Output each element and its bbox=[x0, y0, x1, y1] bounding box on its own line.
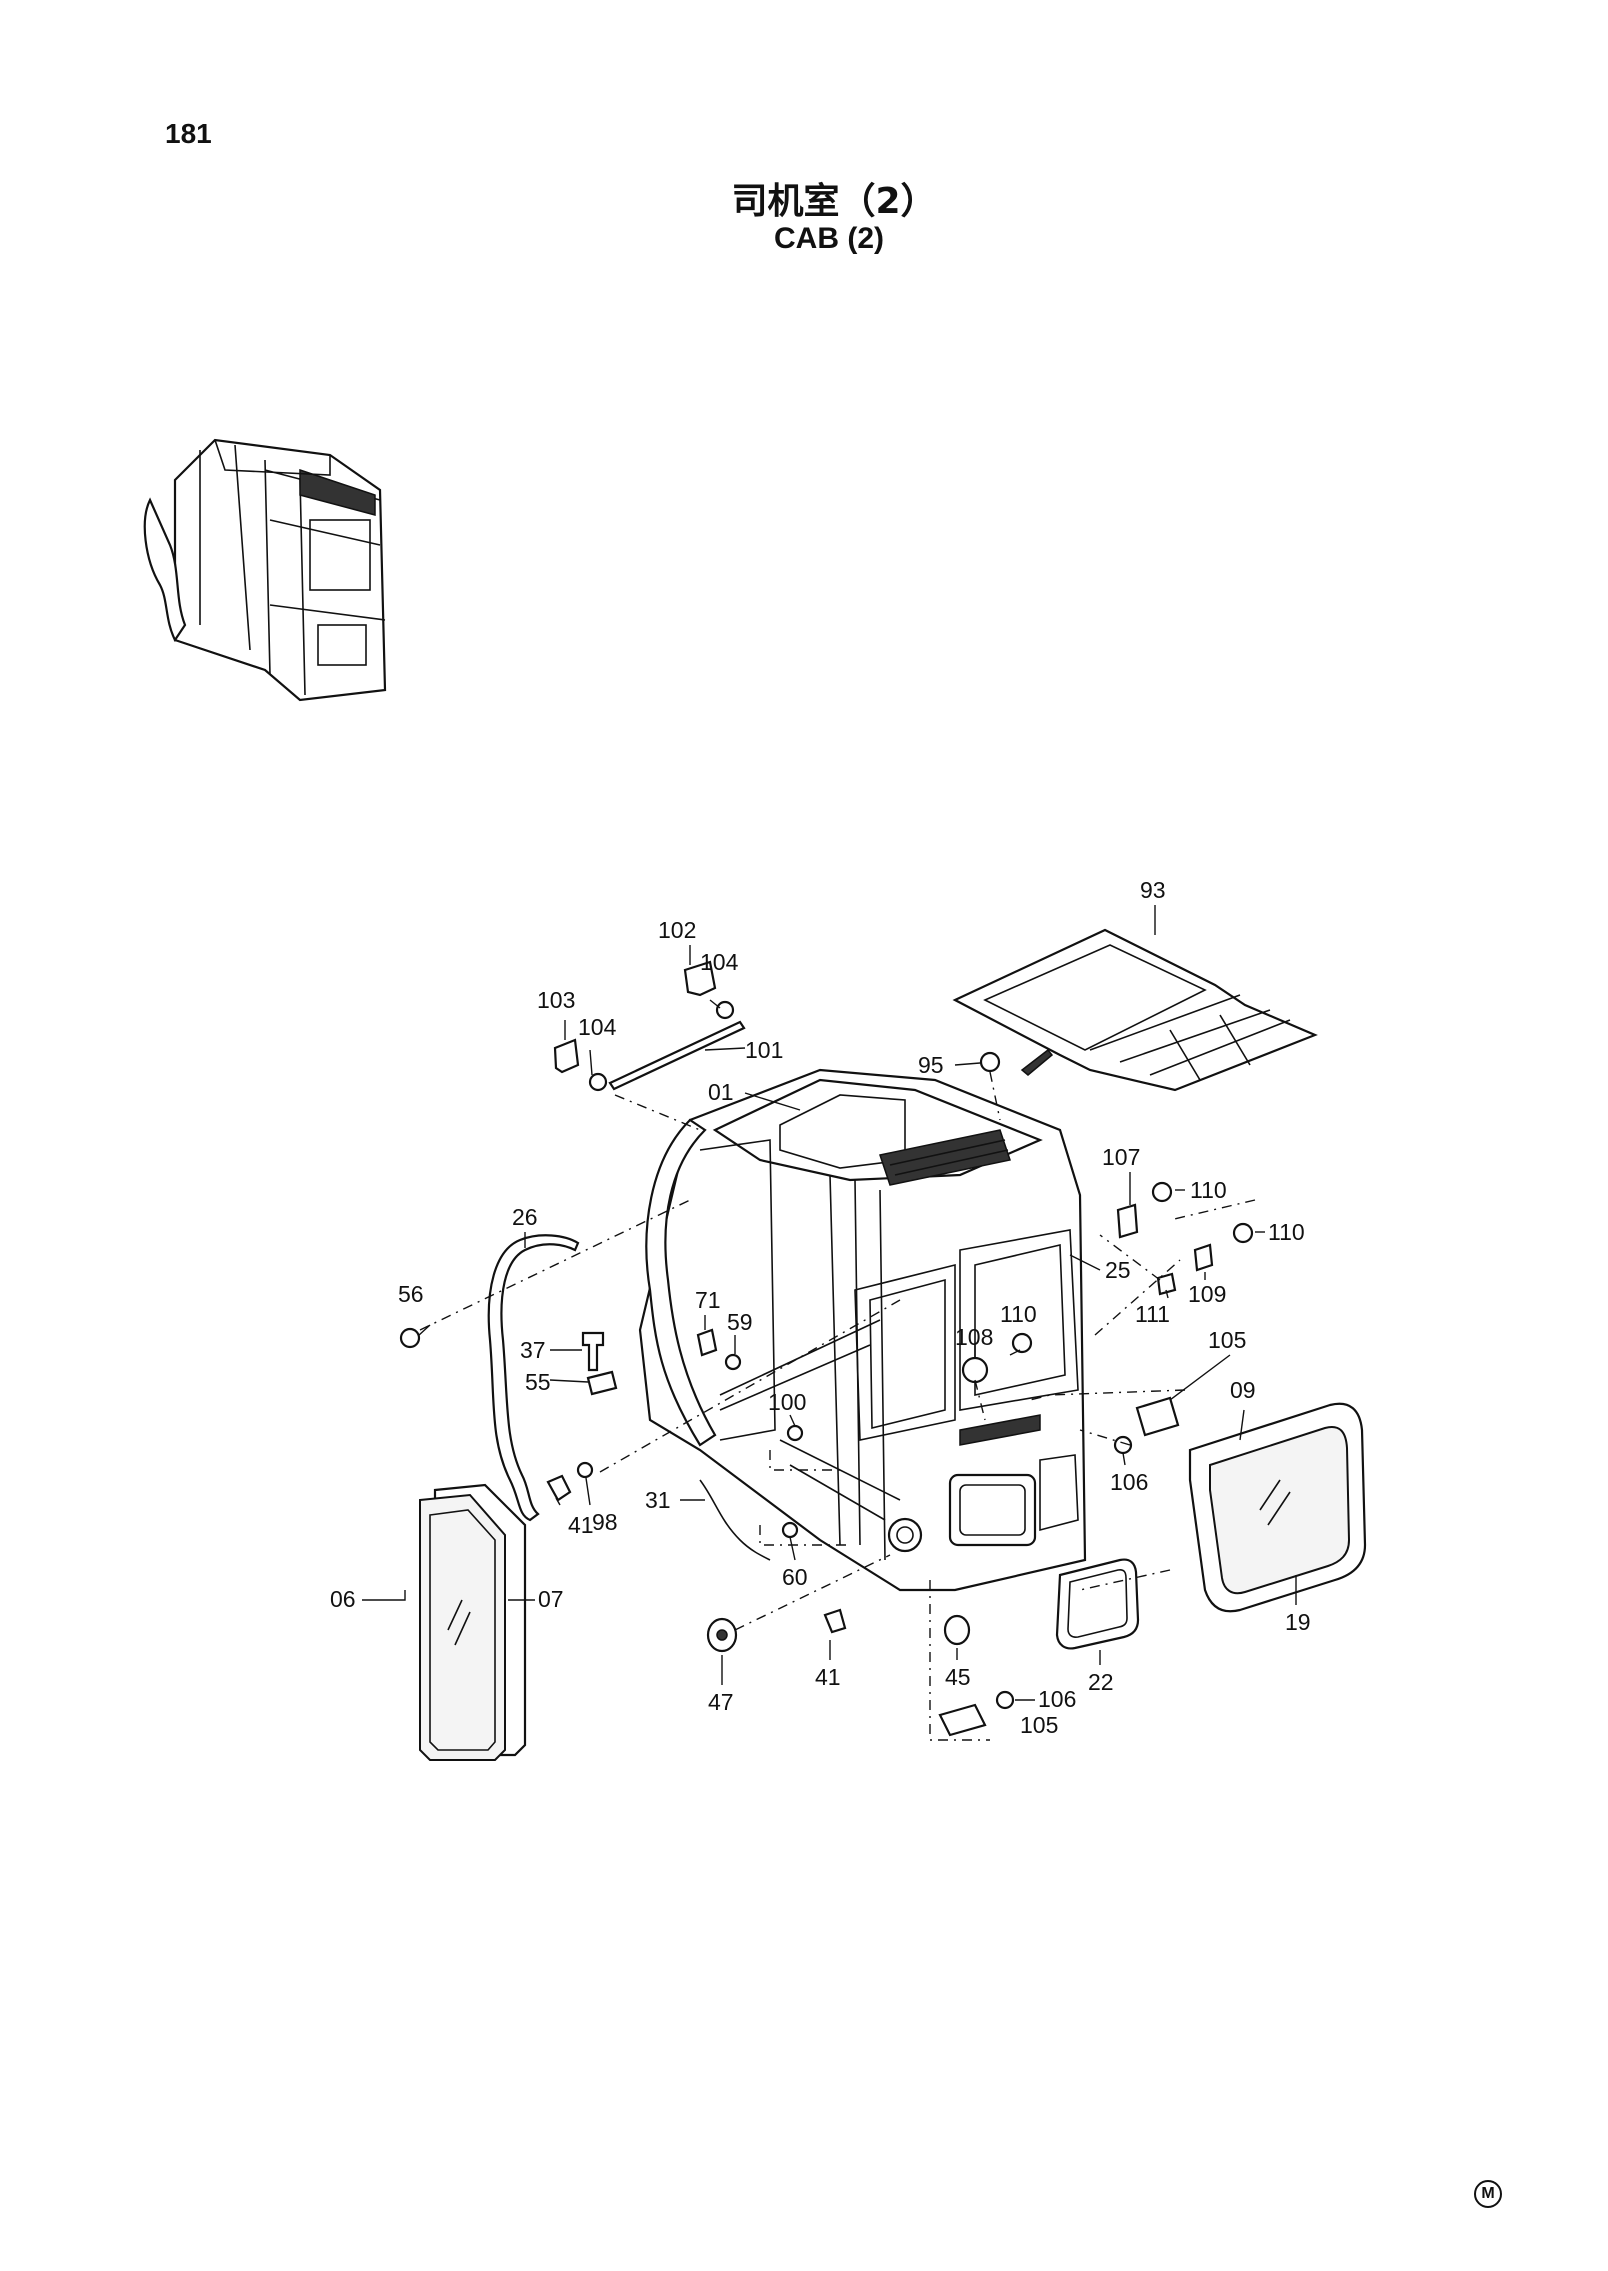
page-title-chinese: 司机室（2） bbox=[731, 181, 937, 222]
callout-109: 109 bbox=[1188, 1281, 1226, 1307]
callout-110: 110 bbox=[1190, 1177, 1227, 1203]
callout-09: 09 bbox=[1230, 1377, 1256, 1403]
small-parts bbox=[399, 960, 1254, 1737]
callout-07: 07 bbox=[538, 1586, 564, 1612]
gasket-22 bbox=[1055, 1558, 1140, 1650]
callout-105: 105 bbox=[1020, 1712, 1058, 1738]
callout-98: 98 bbox=[592, 1509, 618, 1535]
callout-108: 108 bbox=[955, 1324, 993, 1350]
callout-45: 45 bbox=[945, 1664, 971, 1690]
callout-100: 100 bbox=[768, 1389, 806, 1415]
callout-111: 111 bbox=[1135, 1301, 1170, 1327]
callout-56: 56 bbox=[398, 1281, 424, 1307]
page-number: 181 bbox=[165, 118, 212, 149]
callout-37: 37 bbox=[520, 1337, 546, 1363]
callout-102: 102 bbox=[658, 917, 696, 943]
cab-thumbnail bbox=[143, 438, 387, 702]
callout-110: 110 bbox=[1000, 1301, 1037, 1327]
callout-labels: 93 102 104 103 104 101 95 01 107 110 110… bbox=[330, 877, 1311, 1738]
callout-25: 25 bbox=[1105, 1257, 1131, 1283]
callout-31: 31 bbox=[645, 1487, 671, 1513]
callout-19: 19 bbox=[1285, 1609, 1311, 1635]
callout-106: 106 bbox=[1110, 1469, 1148, 1495]
callout-110: 110 bbox=[1268, 1219, 1305, 1245]
roof-panel-93 bbox=[952, 928, 1318, 1092]
corner-mark-badge: M bbox=[1474, 2180, 1502, 2208]
callout-104: 104 bbox=[700, 949, 739, 975]
door-seal-26 bbox=[487, 1234, 580, 1522]
glass-09-19 bbox=[1188, 1402, 1367, 1613]
callout-104: 104 bbox=[578, 1014, 617, 1040]
callout-107: 107 bbox=[1102, 1144, 1140, 1170]
callout-01: 01 bbox=[708, 1079, 734, 1105]
callout-26: 26 bbox=[512, 1204, 538, 1230]
callout-59: 59 bbox=[727, 1309, 753, 1335]
cab-frame-01 bbox=[638, 1068, 1087, 1592]
callout-06: 06 bbox=[330, 1586, 356, 1612]
callout-22: 22 bbox=[1088, 1669, 1114, 1695]
callout-41: 41 bbox=[568, 1512, 594, 1538]
callout-55: 55 bbox=[525, 1369, 551, 1395]
callout-93: 93 bbox=[1140, 877, 1166, 903]
glass-06-07 bbox=[419, 1483, 527, 1761]
callout-105: 105 bbox=[1208, 1327, 1246, 1353]
callout-41: 41 bbox=[815, 1664, 841, 1690]
callout-103: 103 bbox=[537, 987, 575, 1013]
callout-101: 101 bbox=[745, 1037, 783, 1063]
callout-60: 60 bbox=[782, 1564, 808, 1590]
leader-lines bbox=[362, 905, 1297, 1741]
callout-71: 71 bbox=[695, 1287, 721, 1313]
callout-47: 47 bbox=[708, 1689, 734, 1715]
page-title-english: CAB (2) bbox=[774, 222, 884, 255]
callout-95: 95 bbox=[918, 1052, 944, 1078]
callout-106: 106 bbox=[1038, 1686, 1076, 1712]
